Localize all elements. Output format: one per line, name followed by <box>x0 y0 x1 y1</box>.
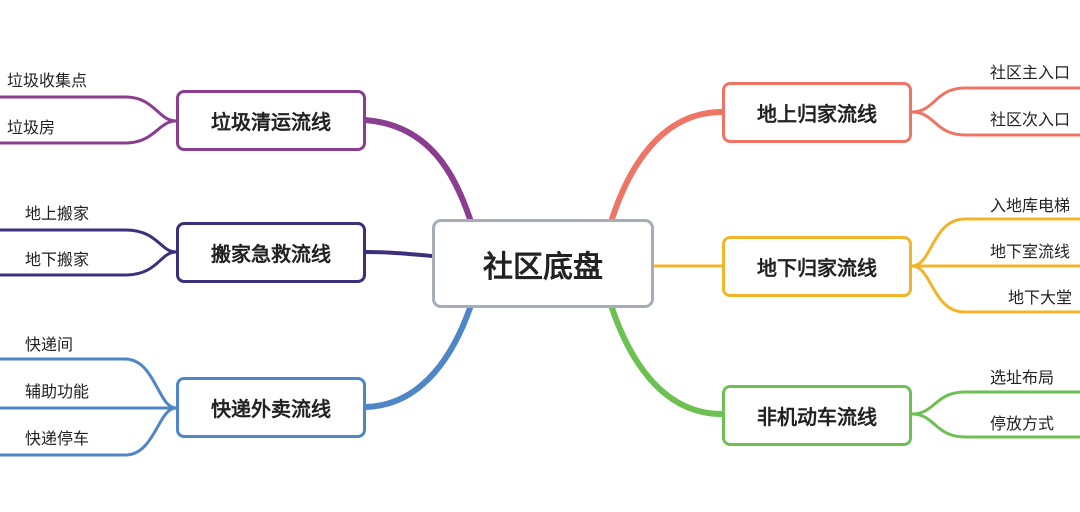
connector-leaf-delivery-room <box>0 357 177 410</box>
connector-leaf-garbage-room <box>0 119 177 145</box>
connector-trunk-delivery <box>363 305 473 410</box>
leaf-garbage-room[interactable]: 垃圾房 <box>7 118 56 137</box>
leaf-delivery-parking[interactable]: 快递停车 <box>25 429 90 448</box>
connector-trunk-ground <box>609 109 725 222</box>
connector-leaf-garbage-point <box>0 95 177 123</box>
branch-delivery-flow[interactable]: 快递外卖流线 <box>176 377 366 438</box>
leaf-moving-ground[interactable]: 地上搬家 <box>25 204 90 223</box>
branch-bicycle-flow[interactable]: 非机动车流线 <box>722 385 912 446</box>
connector-leaf-basement-lobby <box>911 264 1080 314</box>
connector-trunk-bicycle <box>609 305 725 417</box>
connector-leaf-elevator <box>911 217 1080 268</box>
leaf-basement-elevator[interactable]: 入地库电梯 <box>990 196 1071 215</box>
connector-trunk-garbage <box>362 117 473 222</box>
branch-ground-home-flow[interactable]: 地上归家流线 <box>722 82 912 143</box>
leaf-secondary-entrance[interactable]: 社区次入口 <box>990 110 1071 129</box>
leaf-delivery-aux[interactable]: 辅助功能 <box>25 382 90 401</box>
leaf-siting-layout[interactable]: 选址布局 <box>990 368 1055 387</box>
leaf-delivery-room[interactable]: 快递间 <box>25 335 74 354</box>
connector-trunk-moving <box>364 250 434 258</box>
leaf-basement-lobby[interactable]: 地下大堂 <box>1008 288 1073 307</box>
leaf-moving-underground[interactable]: 地下搬家 <box>25 250 90 269</box>
connector-leaf-delivery-parking <box>0 406 177 457</box>
connector-leaf-secondary-entrance <box>911 110 1080 137</box>
branch-underground-home-flow[interactable]: 地下归家流线 <box>722 236 912 297</box>
leaf-parking-method[interactable]: 停放方式 <box>990 414 1055 433</box>
leaf-garbage-point[interactable]: 垃圾收集点 <box>7 71 88 90</box>
branch-garbage-flow[interactable]: 垃圾清运流线 <box>176 90 366 151</box>
connector-leaf-siting <box>911 390 1080 416</box>
connector-leaf-moving-underground <box>0 250 177 277</box>
connector-leaf-main-entrance <box>911 86 1080 114</box>
branch-moving-emergency-flow[interactable]: 搬家急救流线 <box>176 222 366 283</box>
leaf-basement-flow[interactable]: 地下室流线 <box>990 242 1071 261</box>
central-topic[interactable]: 社区底盘 <box>432 219 654 308</box>
connector-leaf-parking-method <box>911 412 1080 439</box>
leaf-main-entrance[interactable]: 社区主入口 <box>990 63 1071 82</box>
